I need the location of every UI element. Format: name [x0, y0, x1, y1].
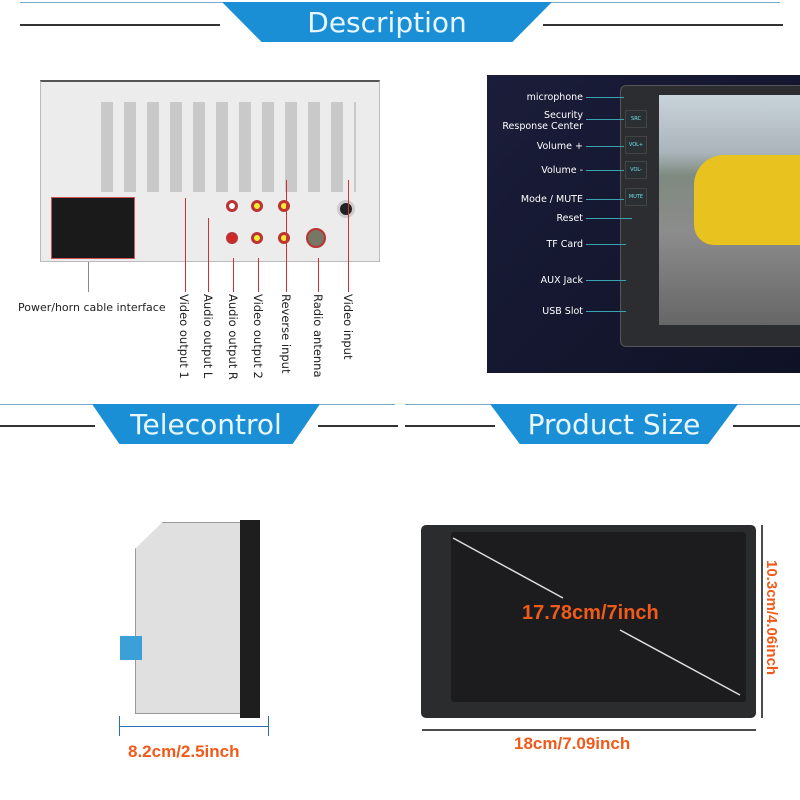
label-audio-output-r: Audio output R: [226, 294, 240, 380]
divider: [20, 24, 220, 26]
label-audio-output-l: Audio output L: [201, 294, 215, 379]
label-microphone: microphone: [526, 92, 583, 103]
telecontrol-banner: Telecontrol: [92, 404, 320, 444]
src-button: SRC: [625, 110, 647, 128]
label-security-response-center: Security Response Center: [502, 110, 583, 132]
description-title: Description: [307, 5, 467, 39]
vol-down-button: VOL-: [625, 161, 647, 179]
description-banner: Description: [222, 2, 552, 42]
product-size-banner: Product Size: [490, 404, 738, 444]
label-radio-antenna: Radio antenna: [311, 294, 325, 378]
vol-up-button: VOL+: [625, 136, 647, 154]
height-dimension: 10.3cm/4.06inch: [763, 560, 780, 676]
diagonal-dimension: 17.78cm/7inch: [522, 602, 659, 624]
label-power-horn: Power/horn cable interface: [18, 301, 166, 314]
label-usb-slot: USB Slot: [542, 306, 583, 317]
telecontrol-title: Telecontrol: [130, 407, 282, 441]
label-reverse-input: Reverse input: [279, 294, 293, 374]
label-video-output-1: Video output 1: [177, 294, 191, 379]
label-tf-card: TF Card: [546, 239, 583, 250]
screen-image: [659, 95, 800, 325]
width-dimension: 18cm/7.09inch: [514, 734, 631, 753]
side-view-image: [135, 522, 245, 714]
label-mode-mute: Mode / MUTE: [520, 194, 583, 205]
label-aux-jack: AUX Jack: [540, 275, 583, 286]
label-video-input: Video input: [341, 294, 355, 360]
label-volume-up: Volume +: [536, 141, 583, 152]
product-size-title: Product Size: [527, 407, 701, 441]
mute-button: MUTE: [625, 188, 647, 206]
divider: [543, 24, 783, 26]
front-panel-photo: [487, 75, 800, 373]
front-size-image: [421, 525, 756, 718]
label-reset: Reset: [556, 213, 583, 224]
depth-dimension: 8.2cm/2.5inch: [128, 742, 240, 761]
label-volume-down: Volume -: [541, 165, 583, 176]
label-video-output-2: Video output 2: [251, 294, 265, 379]
rear-panel-image: [40, 80, 380, 262]
power-connector: [51, 197, 135, 259]
